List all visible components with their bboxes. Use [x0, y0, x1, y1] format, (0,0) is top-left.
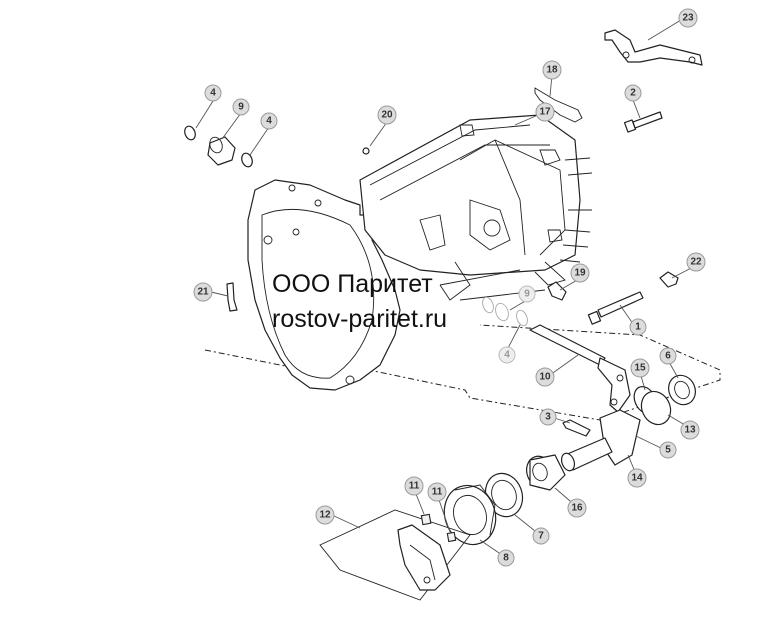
part-4-ring-right [241, 152, 253, 168]
part-1-long-bolt [587, 291, 644, 325]
callout-14: 14 [627, 468, 647, 488]
callout-21: 21 [193, 282, 213, 302]
transmission-housing [247, 114, 593, 391]
watermark-company-name: ООО Паритет [272, 270, 433, 298]
svg-text:4: 4 [266, 116, 272, 127]
part-9-sleeve-faded [495, 302, 509, 322]
callout-8: 8 [497, 549, 515, 567]
part-18-clip [534, 87, 583, 123]
callout-1: 1 [629, 318, 647, 336]
callout-3: 3 [539, 408, 557, 426]
watermark-website: rostov-paritet.ru [272, 305, 448, 333]
callout-18: 18 [542, 60, 562, 80]
part-9-sleeve [207, 136, 236, 166]
leader-lines [195, 19, 696, 558]
svg-text:21: 21 [197, 287, 209, 298]
svg-text:17: 17 [539, 107, 551, 118]
svg-text:20: 20 [381, 110, 393, 121]
svg-text:2: 2 [630, 88, 636, 99]
svg-text:12: 12 [319, 510, 331, 521]
svg-text:13: 13 [684, 425, 696, 436]
callout-22: 22 [686, 252, 706, 272]
callout-23: 23 [678, 8, 698, 28]
part-20-plug [362, 147, 370, 155]
part-3-bolt [562, 419, 591, 437]
part-19-fitting [547, 281, 567, 301]
part-16-release-bearing [526, 454, 566, 491]
callout-9: 9 [232, 98, 250, 116]
part-12-release-fork [319, 509, 471, 601]
svg-text:5: 5 [665, 445, 671, 456]
callout-10: 10 [535, 367, 555, 387]
callout-16: 16 [567, 498, 587, 518]
part-11-clip-right [446, 531, 457, 543]
part-13-ring [640, 390, 672, 426]
callout-12: 12 [315, 505, 335, 525]
svg-text:11: 11 [432, 487, 443, 498]
callout-9: 9 [518, 285, 536, 303]
callout-4: 4 [260, 112, 278, 130]
part-4-ring-left [184, 125, 196, 141]
part-6-bearing [668, 374, 696, 406]
svg-text:3: 3 [545, 412, 551, 423]
part-4-ring-faded [516, 309, 528, 327]
part-11-clip-left [420, 513, 432, 526]
callout-11: 11 [404, 476, 424, 496]
part-8-large-bearing [443, 484, 497, 546]
svg-text:14: 14 [631, 473, 643, 484]
part-21-pin [226, 282, 238, 312]
callout-5: 5 [659, 441, 677, 459]
svg-text:19: 19 [574, 268, 586, 279]
part-14-guide-tube [560, 409, 641, 472]
svg-text:8: 8 [503, 553, 509, 564]
callout-13: 13 [680, 420, 700, 440]
callout-4: 4 [498, 346, 516, 364]
svg-text:16: 16 [571, 503, 583, 514]
svg-text:10: 10 [539, 372, 551, 383]
callout-20: 20 [377, 105, 397, 125]
callout-7: 7 [532, 527, 550, 545]
svg-text:18: 18 [546, 65, 558, 76]
part-22-sensor [659, 271, 679, 288]
svg-text:1: 1 [635, 322, 641, 333]
svg-text:11: 11 [409, 481, 420, 492]
part-23-bracket [604, 29, 703, 66]
svg-text:23: 23 [682, 13, 694, 24]
svg-text:4: 4 [504, 350, 510, 361]
callout-19: 19 [570, 263, 590, 283]
callout-11: 11 [427, 482, 447, 502]
svg-text:9: 9 [238, 102, 244, 113]
svg-text:9: 9 [524, 289, 530, 300]
svg-text:6: 6 [665, 351, 671, 362]
part-10-shift-shaft [529, 324, 631, 413]
callout-17: 17 [535, 102, 555, 122]
callout-4: 4 [204, 84, 222, 102]
svg-text:22: 22 [690, 257, 702, 268]
callout-2: 2 [624, 84, 642, 102]
callout-6: 6 [659, 347, 677, 365]
svg-text:7: 7 [538, 531, 544, 542]
callout-15: 15 [630, 358, 650, 378]
part-2-bolt [623, 111, 663, 133]
svg-text:15: 15 [634, 363, 646, 374]
svg-text:4: 4 [210, 88, 216, 99]
